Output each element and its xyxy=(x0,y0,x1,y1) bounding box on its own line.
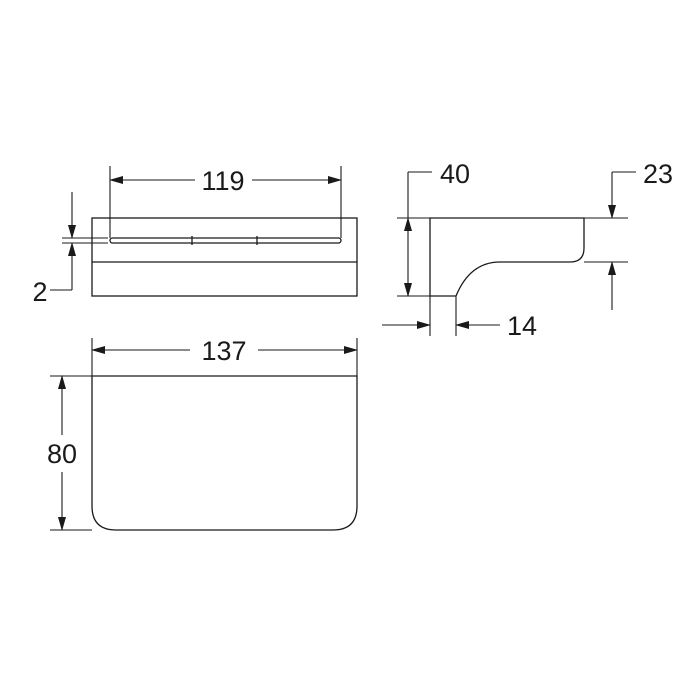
plan-view xyxy=(91,375,358,531)
dimension-14: 14 xyxy=(382,296,537,341)
dimension-2: 2 xyxy=(32,192,108,307)
dimension-119: 119 xyxy=(109,166,342,238)
side-view-profile xyxy=(429,217,585,297)
top-view-outline xyxy=(91,217,358,297)
dimension-label-119: 119 xyxy=(201,166,244,196)
dimension-label-137: 137 xyxy=(201,336,246,366)
dimension-40: 40 xyxy=(397,159,470,297)
dimension-label-23: 23 xyxy=(643,159,673,189)
dimension-label-80: 80 xyxy=(47,439,77,469)
dimension-label-40: 40 xyxy=(440,159,470,189)
dimension-label-14: 14 xyxy=(507,311,537,341)
dimension-80: 80 xyxy=(47,375,92,531)
dimension-137: 137 xyxy=(91,336,358,376)
dimension-23: 23 xyxy=(584,159,673,310)
top-view xyxy=(91,217,358,297)
top-view-slot xyxy=(109,237,342,244)
side-view xyxy=(429,217,585,297)
dimension-label-2: 2 xyxy=(32,277,47,307)
plan-view-outline xyxy=(91,375,358,531)
